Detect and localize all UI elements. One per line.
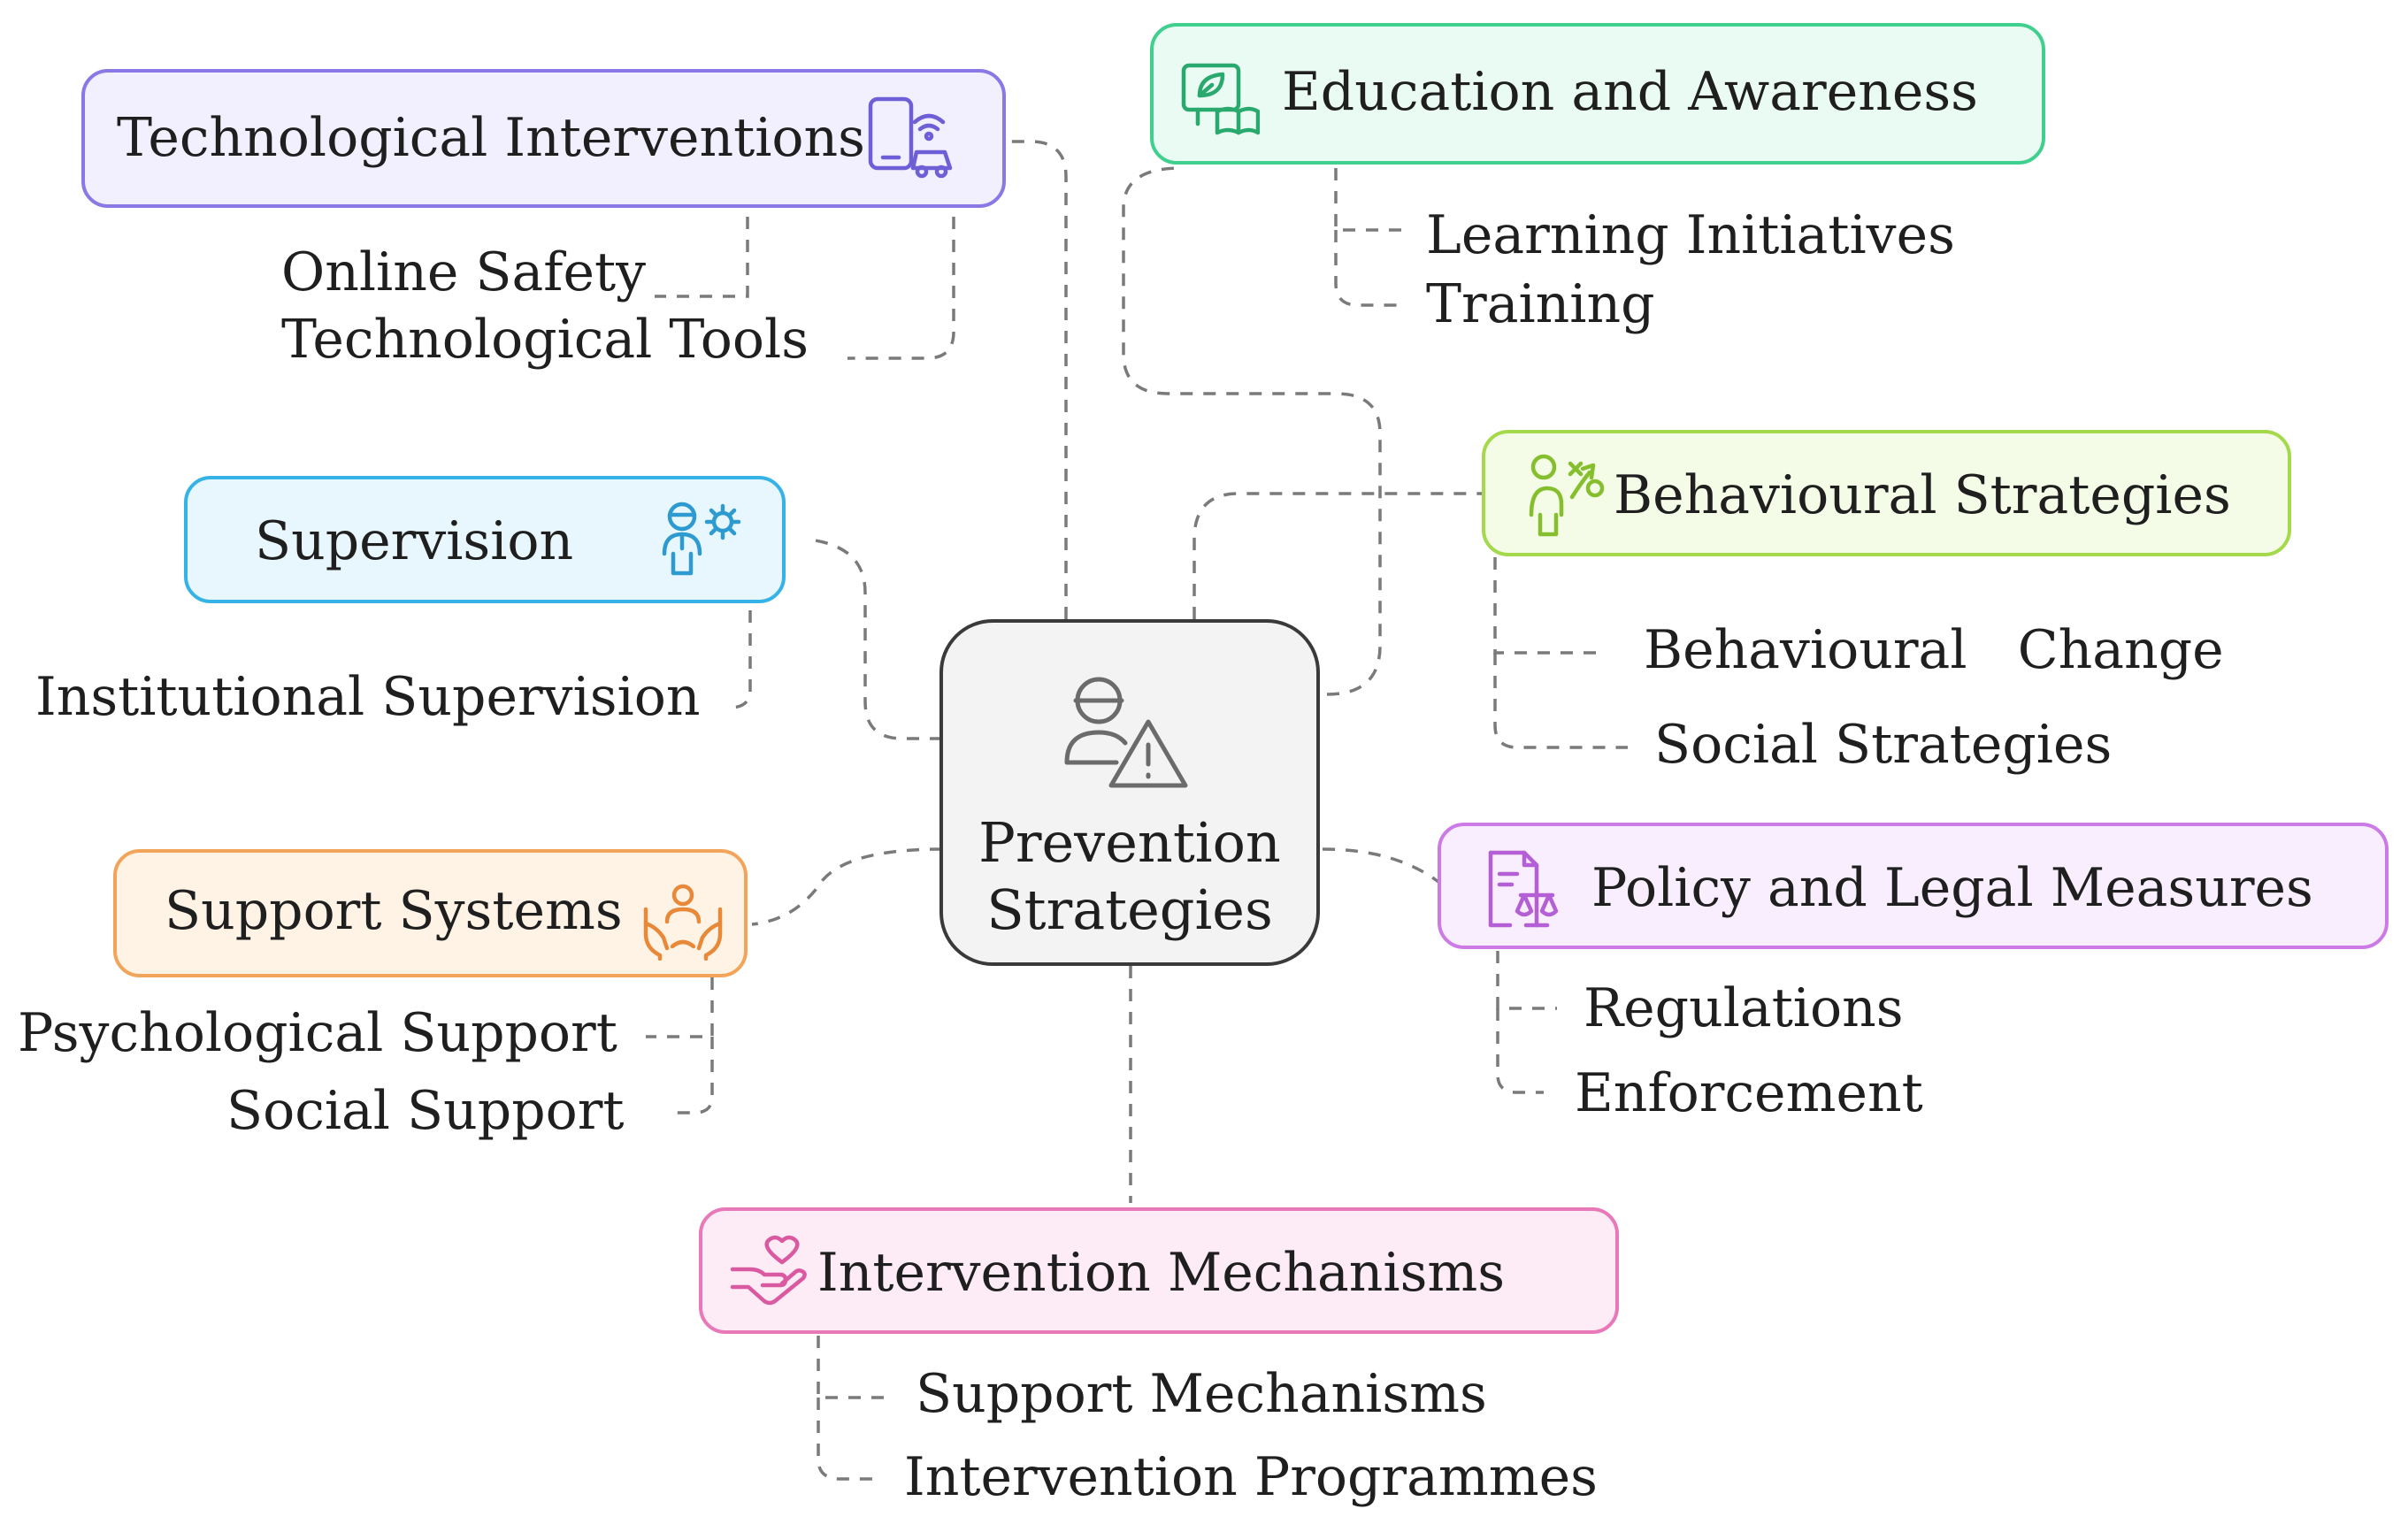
connector-leaf-social-strategies xyxy=(1493,653,1628,749)
person-strategy-icon xyxy=(1529,454,1605,537)
node-education-awareness: Education and Awareness xyxy=(1150,23,2045,165)
leaf-intervention-programmes: Intervention Programmes xyxy=(904,1446,1598,1508)
node-support-systems: Support Systems xyxy=(113,849,748,977)
hand-heart-icon xyxy=(730,1235,807,1306)
connector-leaf-training xyxy=(1334,230,1407,307)
node-support-systems-label: Support Systems xyxy=(165,880,623,942)
node-education-awareness-label: Education and Awareness xyxy=(1282,61,1978,123)
leaf-learning-initiatives: Learning Initiatives xyxy=(1426,204,1955,266)
center-node: Prevention Strategies xyxy=(939,619,1320,966)
leaf-enforcement: Enforcement xyxy=(1575,1062,1923,1124)
connector-leaf-psychological xyxy=(646,977,714,1038)
phone-car-signal-icon xyxy=(868,96,953,179)
leaf-institutional-supervision: Institutional Supervision xyxy=(35,666,701,728)
node-policy-legal-measures-label: Policy and Legal Measures xyxy=(1591,857,2313,919)
leaf-online-safety: Online Safety xyxy=(281,241,647,303)
leaf-regulations: Regulations xyxy=(1584,977,1904,1039)
node-behavioural-strategies: Behavioural Strategies xyxy=(1482,430,2291,556)
center-title-line2: Strategies xyxy=(986,877,1273,942)
node-technological-interventions: Technological Interventions xyxy=(81,69,1006,208)
leaf-support-mechanisms: Support Mechanisms xyxy=(916,1363,1487,1425)
connector-leaf-behavioural-change xyxy=(1493,557,1601,655)
connector-policy xyxy=(1322,847,1444,886)
connector-leaf-enforcement xyxy=(1496,1008,1544,1094)
node-behavioural-strategies-label: Behavioural Strategies xyxy=(1614,464,2231,526)
leaf-behavioural-change: Behavioural Change xyxy=(1644,619,2224,681)
node-intervention-mechanisms: Intervention Mechanisms xyxy=(699,1207,1619,1334)
connector-supervision xyxy=(809,538,942,740)
connector-leaf-online-safety xyxy=(655,217,749,298)
connector-leaf-technological-tools xyxy=(847,217,955,360)
hands-person-icon xyxy=(643,884,723,961)
connector-leaf-support-mech xyxy=(817,1336,889,1399)
node-supervision: Supervision xyxy=(184,476,786,603)
leaf-social-strategies: Social Strategies xyxy=(1654,714,2113,776)
connector-education xyxy=(1122,166,1382,696)
connector-behavioural xyxy=(1192,492,1486,619)
person-warning-icon xyxy=(1064,677,1188,788)
connector-leaf-intervention-prog xyxy=(817,1398,880,1481)
node-intervention-mechanisms-label: Intervention Mechanisms xyxy=(817,1242,1506,1304)
connector-leaf-regulations xyxy=(1496,951,1557,1010)
document-scale-icon xyxy=(1488,850,1559,928)
screen-leaf-book-icon xyxy=(1181,63,1260,135)
connector-leaf-social-support xyxy=(672,1037,714,1115)
leaf-technological-tools: Technological Tools xyxy=(281,309,809,371)
node-policy-legal-measures: Policy and Legal Measures xyxy=(1438,823,2389,949)
connector-leaf-institutional xyxy=(729,610,752,709)
node-supervision-label: Supervision xyxy=(255,510,574,572)
connector-leaf-learning xyxy=(1334,168,1407,232)
connector-technological xyxy=(1008,140,1068,619)
leaf-social-support: Social Support xyxy=(226,1080,625,1142)
node-technological-interventions-label: Technological Interventions xyxy=(117,107,865,169)
center-title-line1: Prevention xyxy=(978,810,1281,875)
leaf-training: Training xyxy=(1426,273,1655,335)
leaf-psychological-support: Psychological Support xyxy=(18,1002,617,1064)
person-gear-icon xyxy=(662,502,741,576)
connector-support xyxy=(751,847,943,926)
